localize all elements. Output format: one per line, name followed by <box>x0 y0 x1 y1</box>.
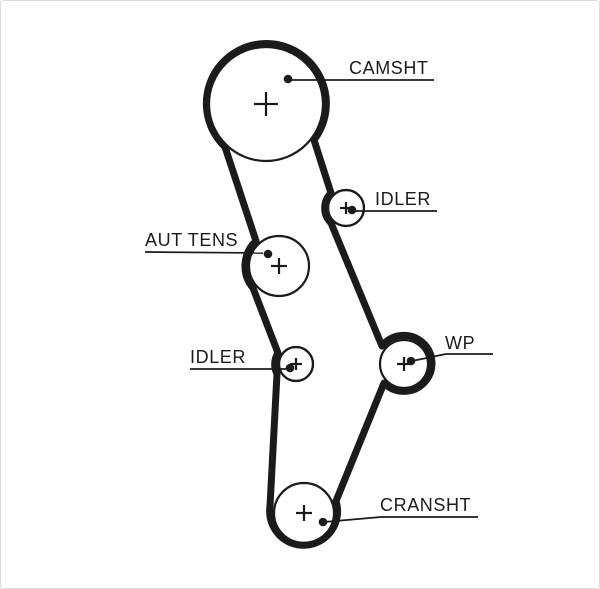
idler-lower-dot-icon <box>285 363 295 373</box>
idler-lower-pulley-edge <box>277 345 315 383</box>
camshaft-center-cross-icon <box>254 92 278 116</box>
water-pump-leader-line <box>411 353 493 362</box>
crankshaft-callout: CRANSHT <box>318 495 478 527</box>
crankshaft-dot-icon <box>318 517 328 527</box>
idler-upper-pulley-edge <box>326 188 366 228</box>
water-pump-label: WP <box>445 333 475 353</box>
tensioner-callout: AUT TENS <box>144 230 273 259</box>
idler-upper-label: IDLER <box>375 189 431 209</box>
idler-upper-dot-icon <box>347 205 357 215</box>
tensioner-center-cross-icon <box>271 258 287 274</box>
crankshaft-leader-line <box>323 516 478 523</box>
tensioner-dot-icon <box>263 249 273 259</box>
tensioner-leader-line <box>144 251 264 254</box>
belt-path <box>202 40 436 549</box>
camshaft-dot-icon <box>283 74 293 84</box>
camshaft-callout: CAMSHT <box>283 58 434 84</box>
tensioner-label: AUT TENS <box>145 230 238 250</box>
idler-lower-center-cross-icon <box>290 358 302 370</box>
water-pump-dot-icon <box>406 356 416 366</box>
camshaft-label: CAMSHT <box>349 58 429 78</box>
crankshaft-center-cross-icon <box>296 505 312 521</box>
water-pump-callout: WP <box>406 333 493 366</box>
crankshaft-label: CRANSHT <box>380 495 471 515</box>
idler-upper-callout: IDLER <box>347 189 437 215</box>
idler-lower-label: IDLER <box>190 347 246 367</box>
idler-lower-callout: IDLER <box>190 347 295 373</box>
